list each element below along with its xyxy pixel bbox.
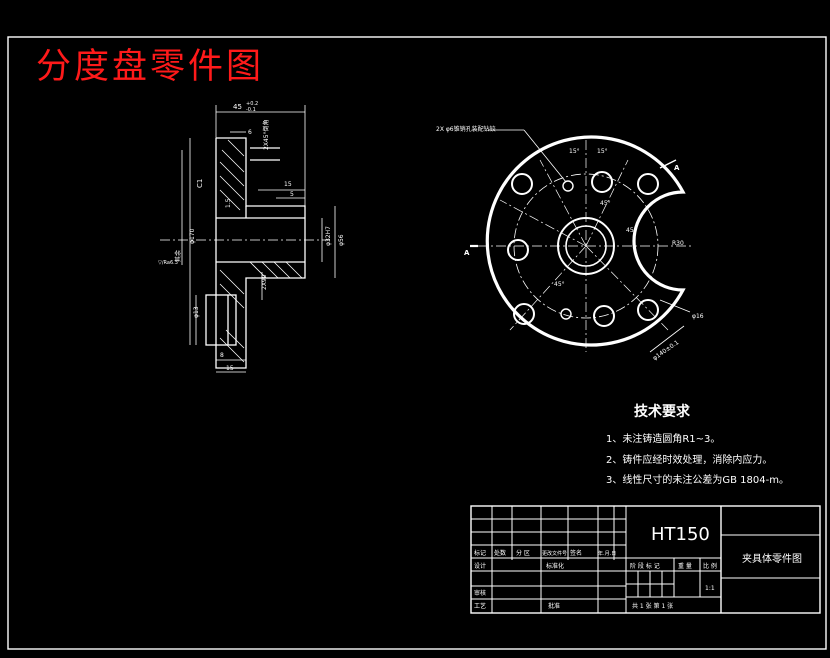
dia-r30: R30 bbox=[672, 240, 684, 247]
label-process: 工艺 bbox=[474, 602, 486, 610]
tech-item-1: 1、未注铸造圆角R1~3。 bbox=[606, 432, 720, 445]
tech-item-2: 2、铸件应经时效处理，消除内应力。 bbox=[606, 453, 772, 466]
bolt-hole-3 bbox=[507, 239, 529, 261]
dim-8: 8 bbox=[220, 352, 224, 359]
front-dimensions bbox=[181, 105, 336, 373]
dia-pitch: φ140±0.1 bbox=[652, 339, 681, 362]
label-scale: 比 例 bbox=[703, 562, 717, 570]
angle-a: 15° bbox=[569, 148, 580, 155]
dim-15-top: 15 bbox=[284, 181, 292, 188]
dim-13: φ13 bbox=[193, 306, 200, 318]
title-block bbox=[470, 505, 821, 614]
leader-note: 2X φ6锥销孔装配钻铰 bbox=[436, 125, 496, 133]
flange-outline bbox=[215, 137, 306, 369]
scale-value: 1:1 bbox=[705, 585, 715, 592]
dia-hub: φ56 bbox=[338, 234, 345, 246]
dim-overall-width: 45 bbox=[233, 103, 242, 111]
tech-heading: 技术要求 bbox=[634, 403, 691, 420]
dim-tol-top: +0.2 bbox=[246, 101, 258, 107]
drawing-title: 分度盘零件图 bbox=[36, 47, 265, 87]
section-hatching bbox=[219, 139, 303, 363]
label-change-doc: 更改文件号 bbox=[542, 550, 567, 557]
label-date: 年.月.日 bbox=[598, 550, 616, 557]
label-zone: 分 区 bbox=[516, 549, 530, 557]
bolt-hole-6 bbox=[637, 173, 659, 195]
label-count: 处数 bbox=[494, 549, 506, 557]
label-design: 设计 bbox=[474, 562, 486, 570]
outer-profile bbox=[485, 135, 686, 347]
bolt-hole-4 bbox=[513, 303, 535, 325]
bolt-hole-7 bbox=[637, 299, 659, 321]
bolt-hole-5 bbox=[593, 305, 615, 327]
surface-note: 其余 bbox=[174, 250, 182, 262]
dim-tol-bottom: -0.1 bbox=[246, 107, 256, 113]
center-lines bbox=[478, 140, 694, 352]
sheet-border bbox=[7, 36, 827, 650]
dim-15-bottom: 15 bbox=[226, 365, 234, 372]
dia-outer: φ170 bbox=[189, 228, 196, 244]
angle-c: 45° bbox=[600, 200, 611, 207]
roughness-note: ▽/Ra6.3 bbox=[158, 260, 178, 266]
label-stage: 阶 段 标 记 bbox=[630, 562, 660, 570]
front-section-view bbox=[160, 105, 336, 373]
label-review: 审核 bbox=[474, 589, 486, 597]
part-name: 夹具体零件图 bbox=[742, 552, 802, 565]
dim-2x90: 2X90 bbox=[261, 274, 268, 290]
pin-hole-2 bbox=[560, 308, 572, 320]
pin-hole bbox=[205, 294, 237, 346]
side-circle-view bbox=[470, 129, 694, 353]
label-mark: 标记 bbox=[474, 549, 486, 557]
tech-item-3: 3、线性尺寸的未注公差为GB 1804-m。 bbox=[606, 473, 789, 486]
angle-b: 15° bbox=[597, 148, 608, 155]
bolt-hole-1 bbox=[511, 173, 533, 195]
bolt-hole-2 bbox=[591, 171, 613, 193]
dim-1-5: 1.5 bbox=[225, 198, 232, 208]
chamfer-c1: C1 bbox=[196, 179, 204, 188]
dia-bore: φ32H7 bbox=[325, 226, 332, 246]
label-sign: 签名 bbox=[570, 549, 582, 557]
label-sheets: 共 1 张 第 1 张 bbox=[632, 602, 673, 610]
label-standardize: 标准化 bbox=[546, 562, 564, 570]
section-a-left: A bbox=[464, 249, 470, 257]
pin-hole-1 bbox=[562, 180, 574, 192]
dim-6: 6 bbox=[248, 129, 252, 136]
dim-5: 5 bbox=[290, 191, 294, 198]
label-approve: 批准 bbox=[548, 602, 560, 610]
section-a-right: A bbox=[674, 164, 680, 172]
dim-chamfer: 2X45°倒角 bbox=[262, 119, 270, 150]
material: HT150 bbox=[651, 524, 710, 545]
angle-d: 45° bbox=[626, 227, 637, 234]
angle-e: 45° bbox=[554, 281, 565, 288]
dia-16: φ16 bbox=[692, 313, 704, 320]
label-weight: 重 量 bbox=[678, 562, 692, 570]
